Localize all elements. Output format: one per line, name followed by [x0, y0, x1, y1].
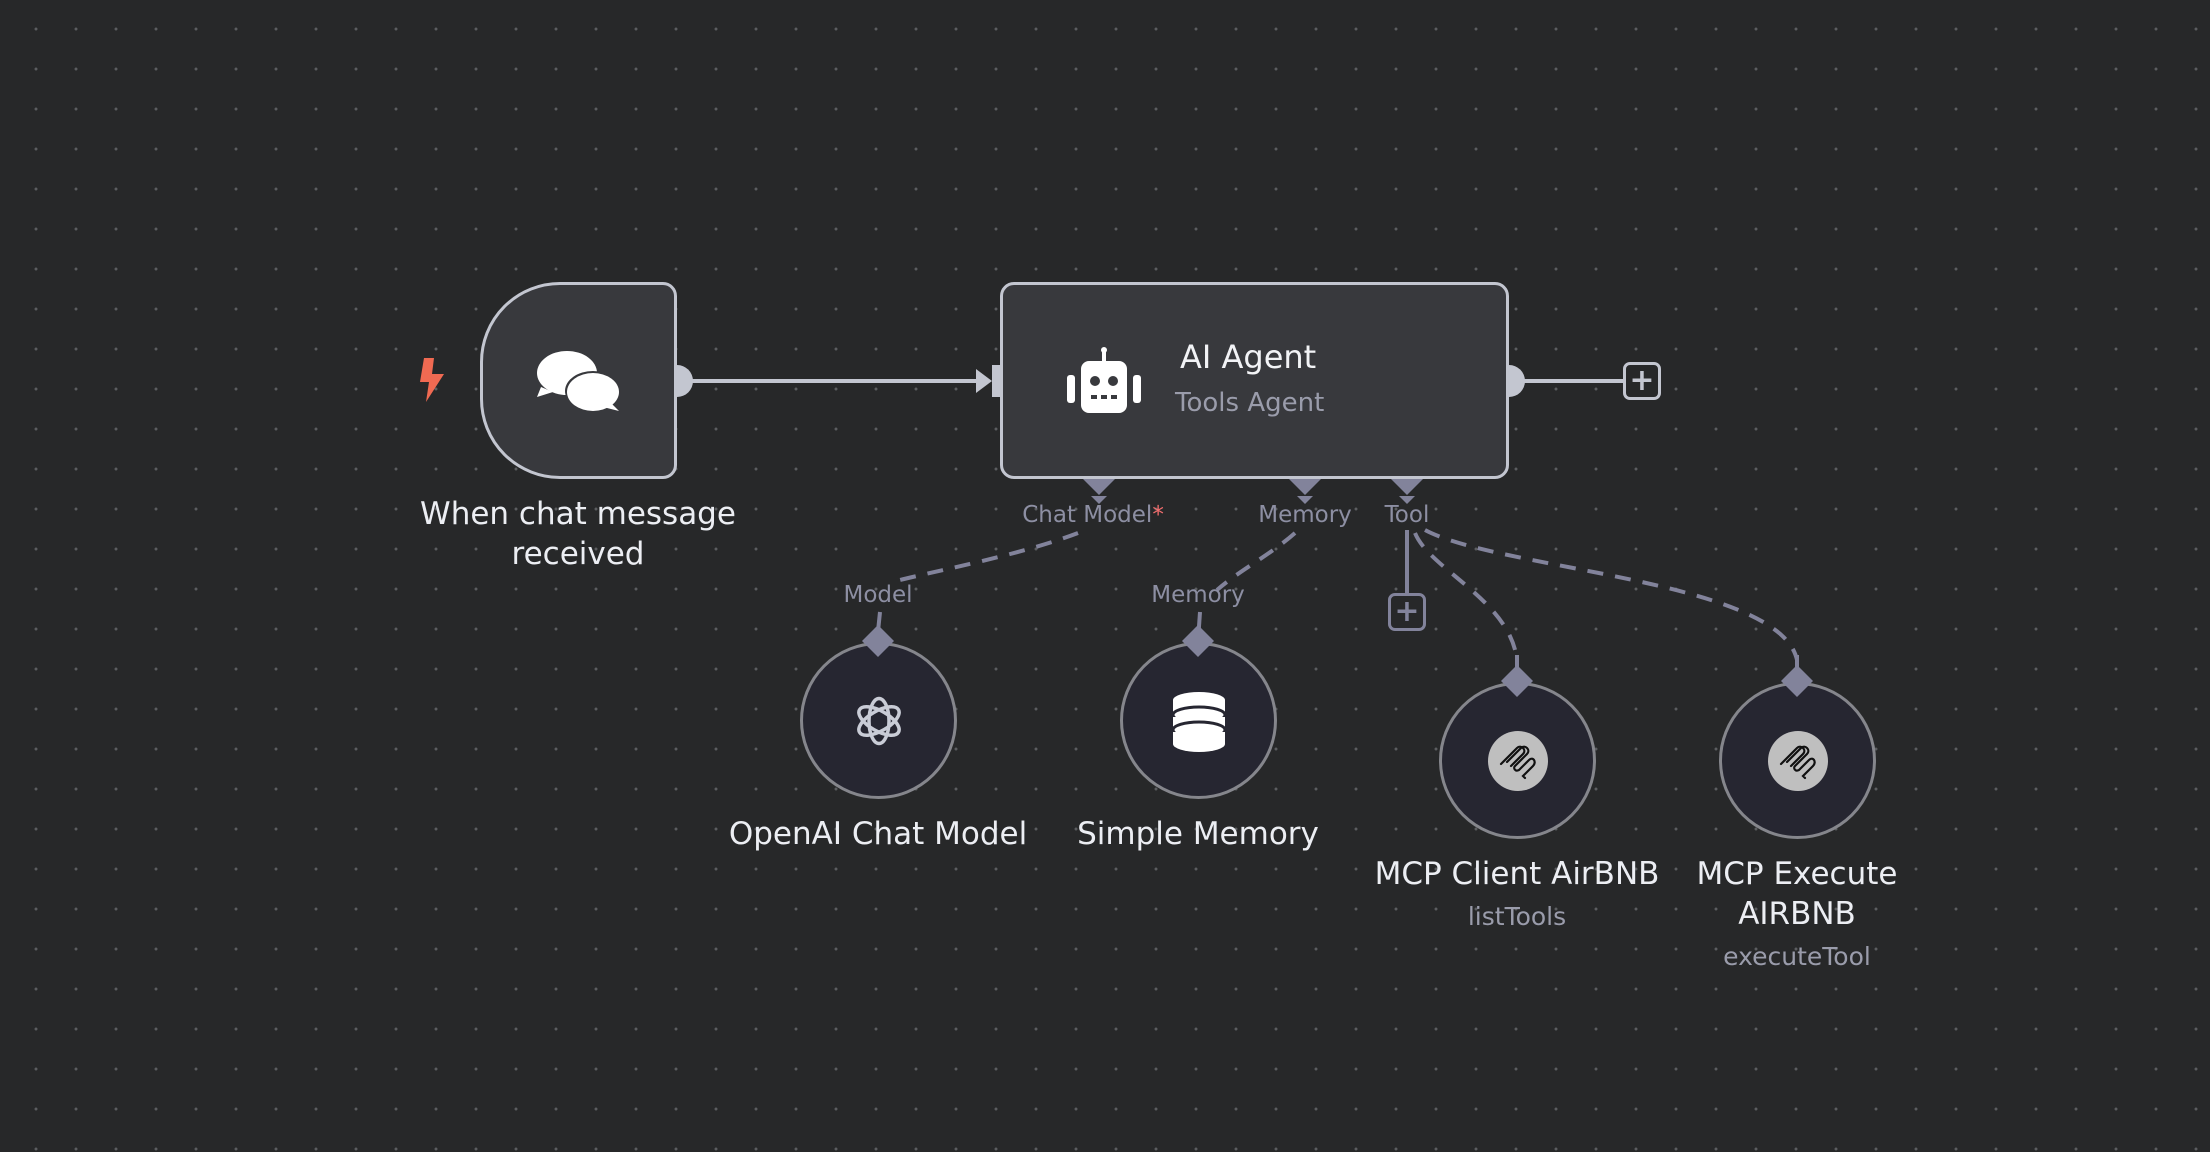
chat-bubbles-icon	[537, 351, 621, 411]
port-label-chat-model: Chat Model*	[1022, 502, 1164, 528]
edge-tool-mcp-client[interactable]	[1413, 532, 1519, 661]
add-tool-button[interactable]: +	[1388, 593, 1426, 631]
mcp-client-airbnb-subtitle: listTools	[1467, 902, 1567, 931]
mcp-icon	[1488, 731, 1548, 791]
mcp-execute-airbnb-subtitle: executeTool	[1723, 942, 1871, 971]
edge-chat-model[interactable]	[899, 531, 1079, 582]
add-node-after-agent-button[interactable]: +	[1623, 362, 1661, 400]
openai-icon	[857, 696, 901, 746]
trigger-node[interactable]	[480, 282, 677, 479]
memory-port-label: Memory	[1151, 582, 1245, 608]
edge-arrowhead	[976, 369, 992, 393]
database-icon	[1171, 692, 1227, 752]
plus-icon: +	[1629, 363, 1655, 398]
trigger-label-line2: received	[511, 536, 645, 572]
simple-memory-node[interactable]	[1120, 642, 1277, 799]
robot-icon	[1067, 347, 1141, 413]
mcp-icon	[1768, 731, 1828, 791]
plus-icon: +	[1394, 594, 1420, 629]
port-label-memory: Memory	[1258, 502, 1352, 528]
required-marker: *	[1152, 502, 1164, 528]
ai-agent-node[interactable]	[1000, 282, 1509, 479]
simple-memory-label: Simple Memory	[1077, 816, 1319, 852]
trigger-node-label: When chat message received	[378, 494, 778, 574]
mcp-execute-label-line2: AIRBNB	[1738, 896, 1856, 932]
edge-memory[interactable]	[1215, 531, 1297, 592]
mcp-execute-airbnb-label: MCP Execute AIRBNB	[1597, 854, 1997, 934]
ai-agent-subtitle: Tools Agent	[1175, 388, 1325, 418]
openai-chat-model-label: OpenAI Chat Model	[728, 816, 1028, 852]
mcp-execute-airbnb-node[interactable]	[1719, 682, 1876, 839]
edge-tool-mcp-execute[interactable]	[1424, 528, 1799, 661]
chat-model-port-label: Model	[843, 582, 913, 608]
port-label-tool: Tool	[1384, 502, 1430, 528]
mcp-execute-label-line1: MCP Execute	[1696, 856, 1898, 892]
lightning-bolt-icon	[420, 358, 444, 402]
trigger-badge	[416, 356, 448, 404]
mcp-client-airbnb-node[interactable]	[1439, 682, 1596, 839]
mcp-client-airbnb-label: MCP Client AirBNB	[1374, 856, 1660, 892]
openai-chat-model-node[interactable]	[800, 642, 957, 799]
trigger-label-line1: When chat message	[420, 496, 736, 532]
ai-agent-title: AI Agent	[1180, 338, 1317, 376]
